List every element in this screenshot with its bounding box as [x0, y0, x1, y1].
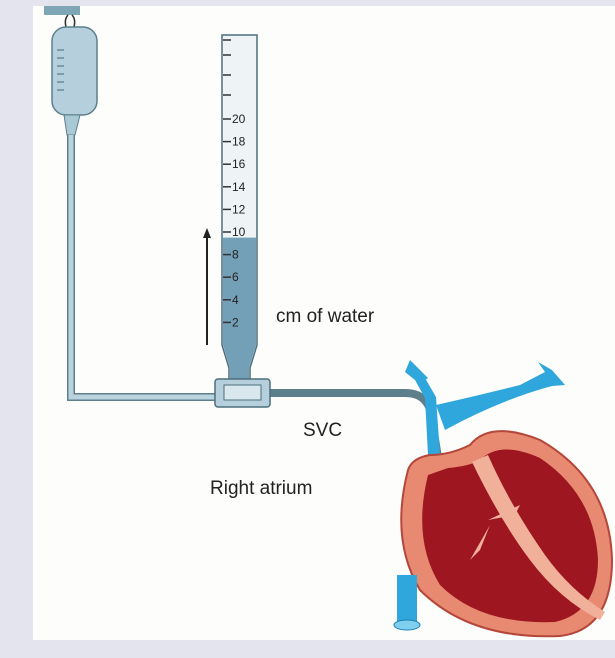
scale-tick-label: 8: [232, 248, 239, 262]
iv-bag-icon: [44, 6, 98, 136]
scale-tick-label: 18: [232, 135, 246, 149]
manometer: 2 4 6 8 10 12 14 16 18 20: [214, 34, 271, 408]
water-column: [223, 237, 256, 379]
scale-tick-label: 12: [232, 202, 246, 216]
scale-tick-label: 14: [232, 180, 246, 194]
rise-arrow-icon: [203, 228, 211, 345]
right-atrium-label: Right atrium: [210, 478, 313, 499]
scale-tick-label: 6: [232, 270, 239, 284]
svc-label: SVC: [303, 420, 343, 441]
heart-icon: [393, 360, 614, 638]
scale-tick-label: 20: [232, 112, 246, 126]
unit-label: cm of water: [276, 306, 375, 327]
scale-tick-label: 4: [232, 293, 239, 307]
scale-tick-label: 2: [232, 315, 239, 329]
scale-tick-label: 10: [232, 225, 246, 239]
scale-tick-label: 16: [232, 157, 246, 171]
